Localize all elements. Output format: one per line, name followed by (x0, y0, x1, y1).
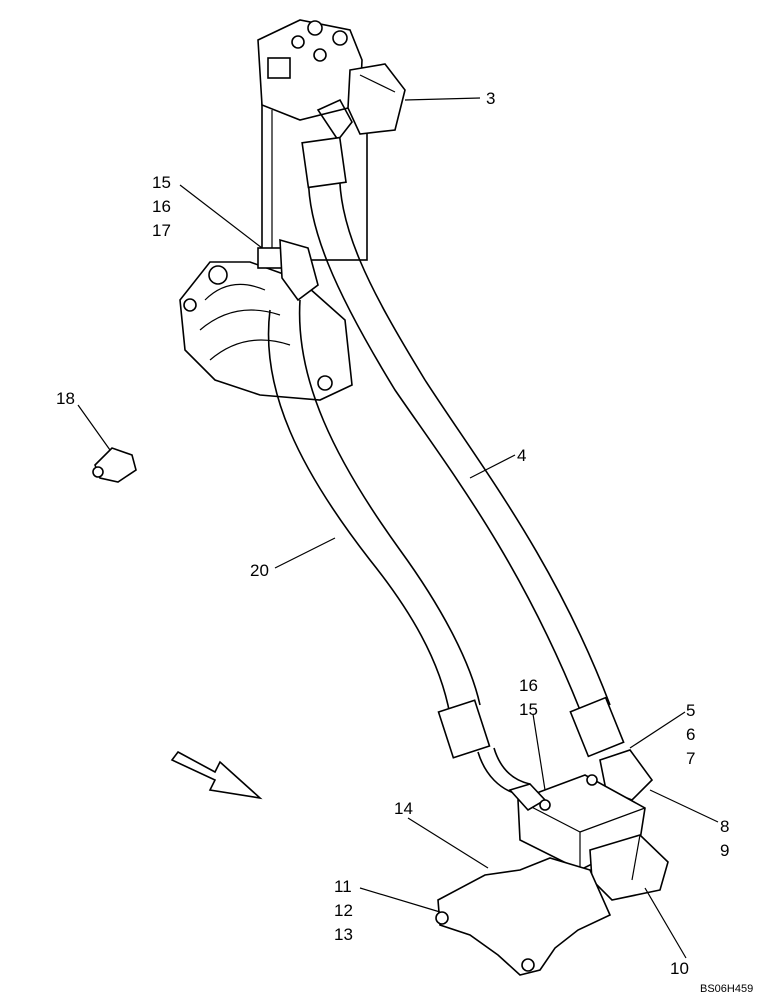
callout-14: 14 (394, 799, 413, 818)
callout-10: 10 (670, 959, 689, 978)
filter-assembly (257, 19, 406, 261)
callout-16-15: 16 15 (519, 676, 543, 719)
pump-assembly (179, 238, 353, 401)
hose-4 (301, 98, 654, 801)
direction-arrow-icon (170, 750, 263, 800)
hose-20 (267, 299, 531, 796)
callout-5-6-7: 5 6 7 (686, 701, 700, 768)
callout-4: 4 (517, 446, 526, 465)
callout-3: 3 (486, 89, 495, 108)
leader-lines (77, 97, 719, 959)
callout-20: 20 (250, 561, 269, 580)
bracket-14 (435, 857, 612, 976)
callout-8-9: 8 9 (720, 817, 734, 860)
fitting-18 (92, 447, 137, 483)
drawing-reference: BS06H459 (700, 983, 753, 995)
callout-18: 18 (56, 389, 75, 408)
callout-11-12-13: 11 12 13 (334, 877, 358, 944)
callout-15-16-17: 15 16 17 (152, 173, 176, 240)
